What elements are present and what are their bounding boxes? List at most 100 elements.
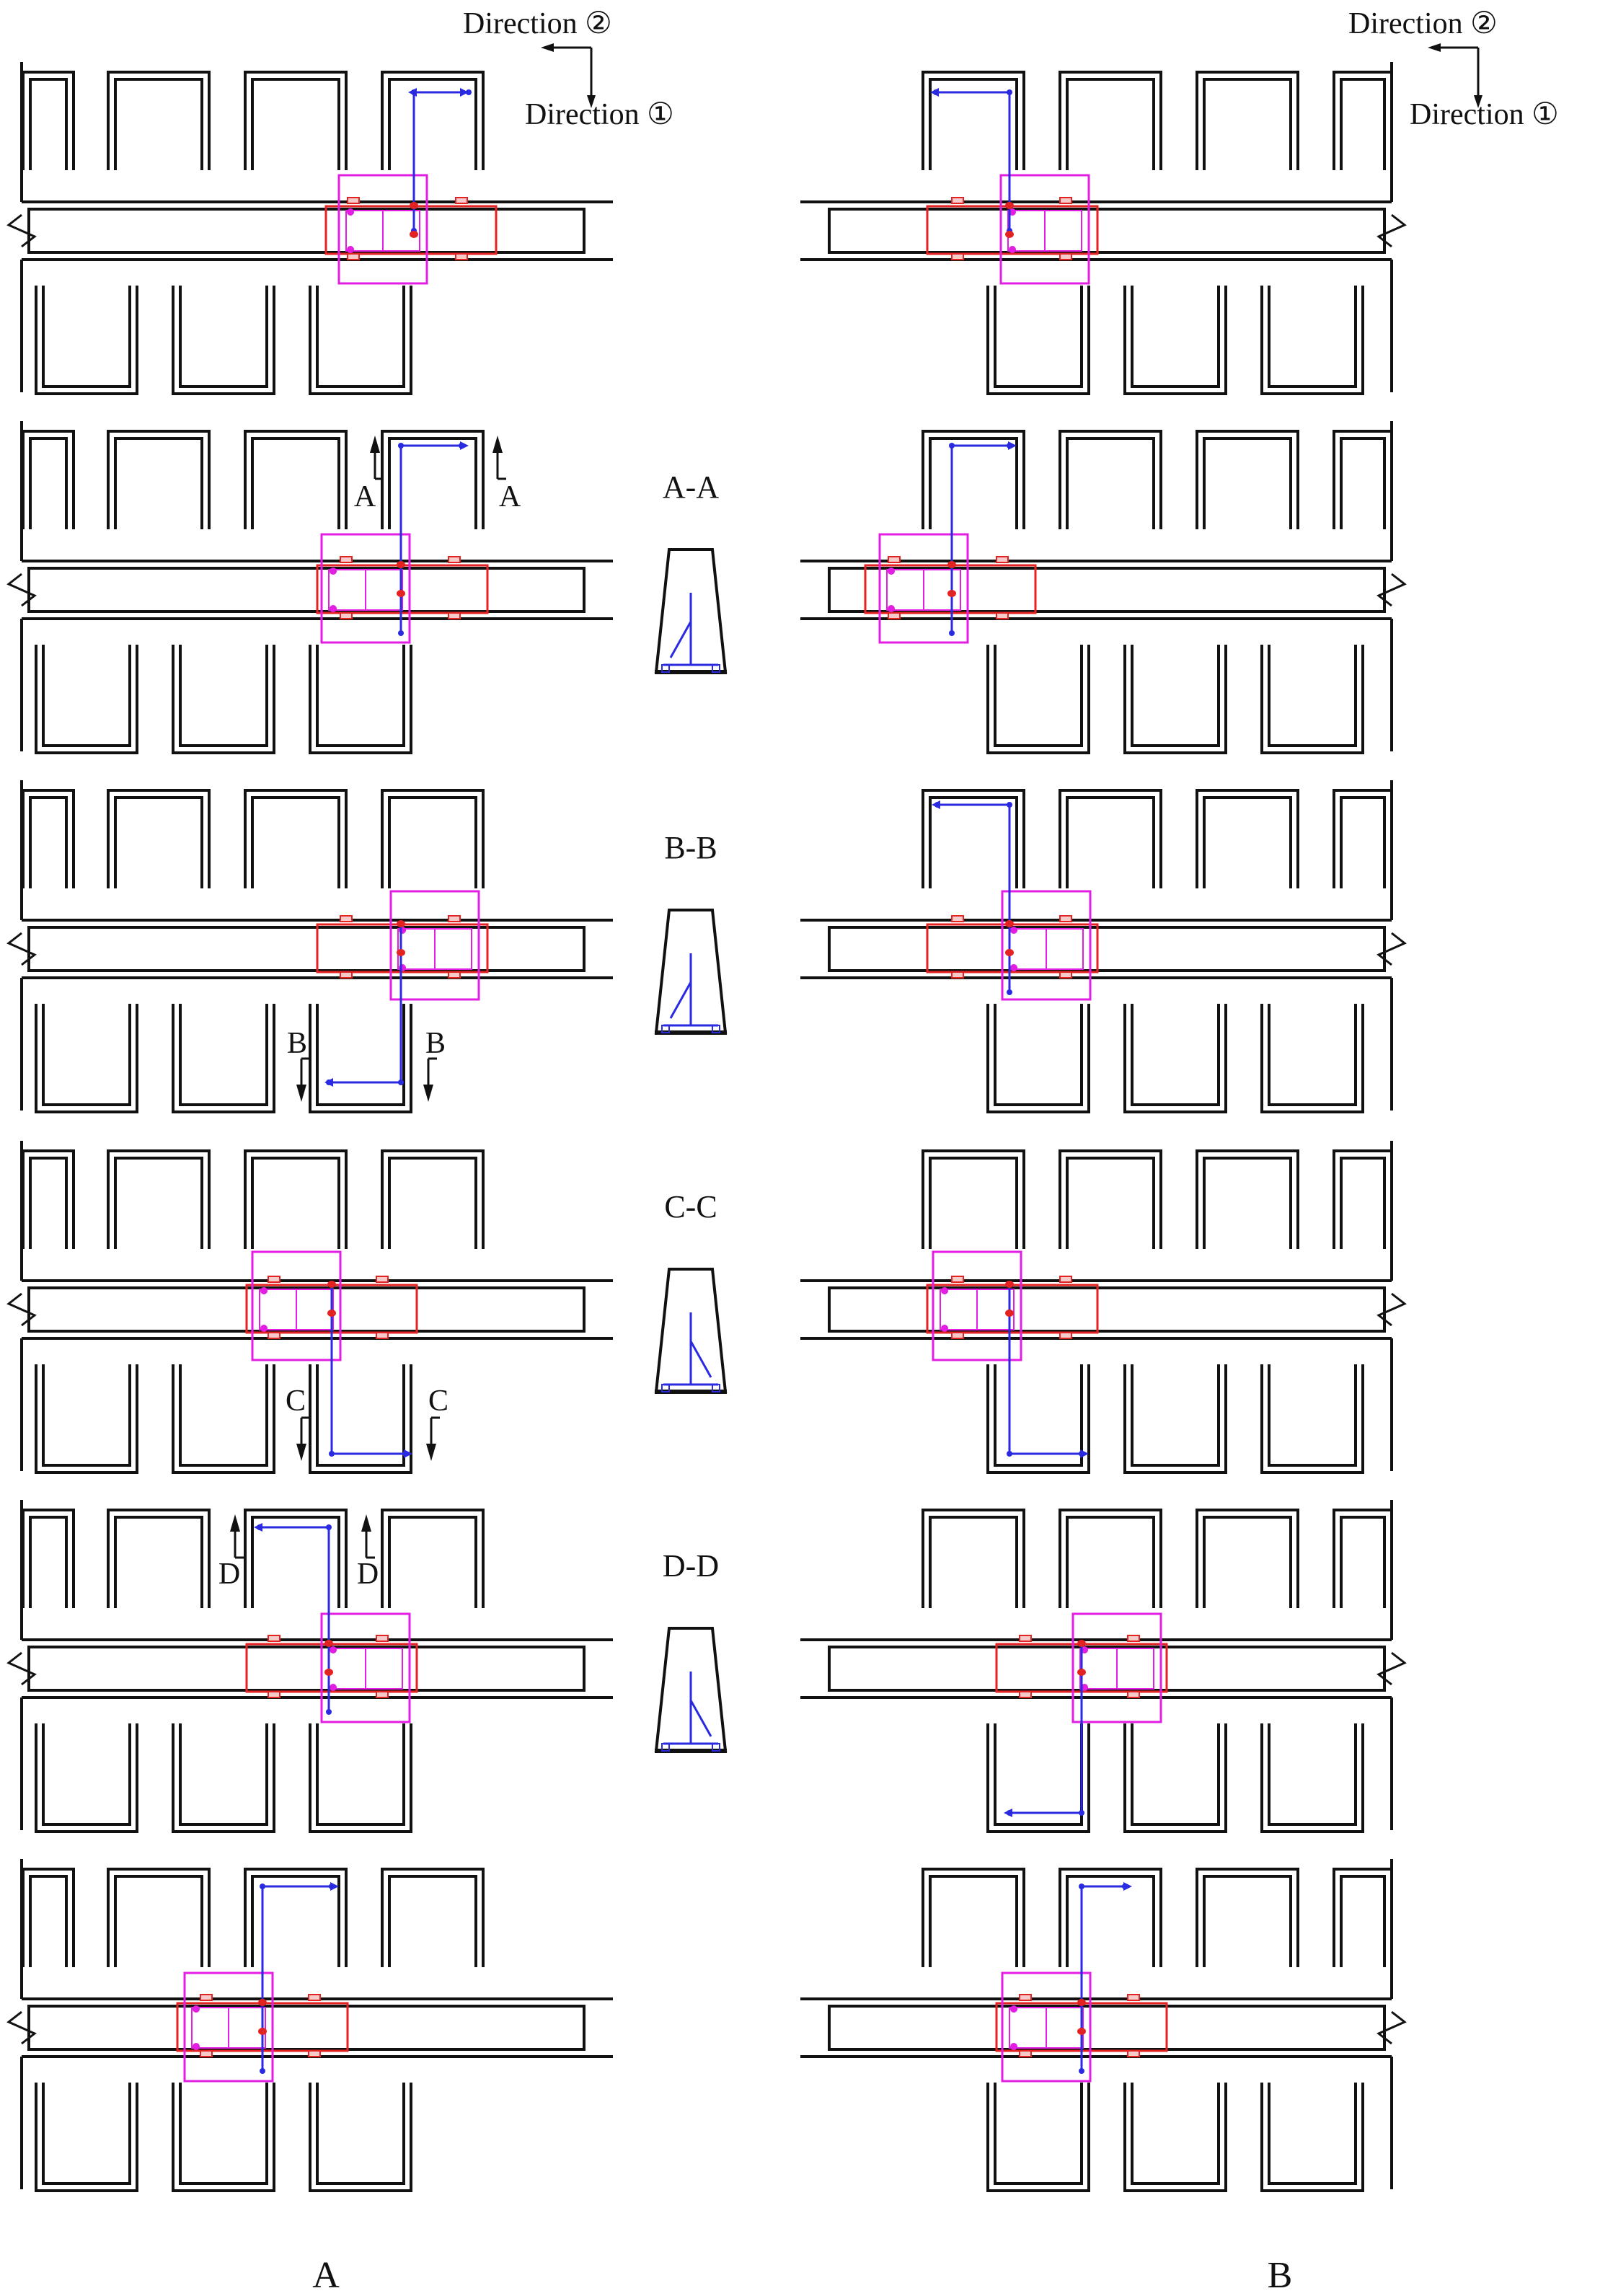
bay-outer-wall bbox=[172, 1364, 275, 1474]
beam-stop bbox=[1059, 971, 1072, 979]
bay-outer-wall bbox=[986, 1004, 1090, 1113]
anchor-point bbox=[397, 949, 405, 956]
cut-marker-head bbox=[296, 1444, 306, 1461]
bay-inner-wall bbox=[251, 78, 340, 170]
bay-inner-wall bbox=[1340, 1516, 1386, 1608]
bay-inner-wall bbox=[42, 286, 131, 388]
anchor-point bbox=[324, 1640, 333, 1647]
bay-inner-wall bbox=[179, 645, 268, 747]
beam-stop bbox=[1127, 1691, 1140, 1698]
bay-inner-wall bbox=[1203, 78, 1292, 170]
bay-outer-wall bbox=[309, 2083, 412, 2192]
trolley-wheel bbox=[888, 605, 895, 612]
bay-outer-wall bbox=[986, 1364, 1090, 1474]
beam-stop bbox=[340, 971, 353, 979]
bay-outer-wall bbox=[381, 1868, 485, 1967]
beam-stop bbox=[1059, 1276, 1072, 1283]
bay-outer-wall bbox=[1059, 789, 1162, 888]
beam-stop bbox=[1019, 1994, 1032, 2001]
cut-marker-arrow bbox=[492, 436, 506, 480]
rail-track bbox=[828, 1286, 1386, 1333]
bay-inner-wall bbox=[388, 796, 477, 888]
rail-track bbox=[828, 2005, 1386, 2051]
bay-inner-wall bbox=[388, 437, 477, 529]
anchor-point bbox=[947, 561, 956, 568]
break-mark bbox=[1376, 573, 1407, 607]
anchor-point bbox=[410, 202, 418, 209]
bay-inner-wall bbox=[42, 645, 131, 747]
beam-stop bbox=[448, 971, 461, 979]
trolley-wheel bbox=[330, 1646, 337, 1653]
trolley-wheel bbox=[347, 246, 354, 253]
beam-stop bbox=[888, 556, 901, 563]
cut-marker-label: D bbox=[218, 1558, 240, 1591]
stand-foot bbox=[712, 1743, 720, 1752]
anchor-point bbox=[1005, 920, 1014, 927]
bay-outer-wall bbox=[22, 1509, 75, 1608]
anchor-point bbox=[1077, 1999, 1086, 2006]
route-arrowhead bbox=[330, 1882, 339, 1891]
bay-outer-wall bbox=[1123, 2083, 1227, 2192]
bay-outer-wall bbox=[1333, 1149, 1393, 1249]
cut-marker-head bbox=[426, 1444, 436, 1461]
anchor-point bbox=[258, 2028, 267, 2035]
trolley-frame bbox=[999, 174, 1090, 285]
route-node bbox=[1007, 989, 1012, 995]
anchor-point bbox=[1005, 949, 1014, 956]
bay-outer-wall bbox=[1059, 1868, 1162, 1967]
section-sketch-aa bbox=[654, 548, 728, 674]
bay-inner-wall bbox=[1066, 78, 1155, 170]
bay-inner-wall bbox=[388, 1875, 477, 1967]
route-arrowhead bbox=[932, 800, 940, 809]
rail-track bbox=[27, 1286, 585, 1333]
trolley-wheel bbox=[941, 1287, 948, 1294]
bay-outer-wall bbox=[1333, 71, 1393, 170]
section-title-d: D-D bbox=[663, 1548, 719, 1584]
route-node bbox=[398, 443, 404, 449]
route-arrowhead bbox=[254, 1523, 262, 1532]
bay-inner-wall bbox=[1268, 2083, 1357, 2185]
anchor-point bbox=[1077, 1669, 1086, 1676]
bay-outer-wall bbox=[986, 1723, 1090, 1833]
bay-inner-wall bbox=[1268, 1723, 1357, 1826]
bay-inner-wall bbox=[929, 437, 1018, 529]
bay-outer-wall bbox=[35, 1364, 138, 1474]
bay-outer-wall bbox=[1196, 1509, 1299, 1608]
direction-2-label: Direction ② bbox=[463, 7, 612, 40]
bay-outer-wall bbox=[244, 1868, 348, 1967]
section-sketch-cc bbox=[654, 1268, 728, 1394]
route-arrowhead bbox=[408, 88, 417, 97]
plan-panel-left-2 bbox=[6, 421, 613, 754]
beam-stop bbox=[376, 1635, 389, 1642]
plan-panel-left-5 bbox=[6, 1500, 613, 1833]
cut-marker-arrow bbox=[426, 1416, 440, 1461]
route-node bbox=[949, 630, 955, 636]
trolley-wheel bbox=[193, 2005, 200, 2013]
beam-stop bbox=[376, 1276, 389, 1283]
trolley-wheel bbox=[260, 1325, 268, 1332]
beam-stop bbox=[268, 1635, 280, 1642]
bay-outer-wall bbox=[35, 286, 138, 395]
route-arrowhead bbox=[460, 441, 469, 450]
column-label-b: B bbox=[1268, 2255, 1293, 2296]
anchor-point bbox=[1005, 1310, 1014, 1317]
direction-legend-left: Direction ② Direction ① bbox=[463, 7, 674, 131]
bay-outer-wall bbox=[1260, 1723, 1364, 1833]
rail-track bbox=[27, 567, 585, 613]
bay-inner-wall bbox=[29, 1516, 68, 1608]
trolley-frame bbox=[1001, 890, 1092, 1001]
direction-1-label: Direction ① bbox=[1410, 98, 1559, 131]
bay-inner-wall bbox=[42, 2083, 131, 2185]
bay-inner-wall bbox=[29, 1157, 68, 1249]
bay-outer-wall bbox=[309, 1723, 412, 1833]
route-node bbox=[326, 1524, 332, 1530]
anchor-point bbox=[1005, 1281, 1014, 1288]
cut-marker-label: C bbox=[286, 1385, 306, 1418]
trolley-wheel bbox=[330, 568, 337, 575]
beam-stop bbox=[951, 1332, 964, 1339]
bay-outer-wall bbox=[1260, 645, 1364, 754]
section-title-b: B-B bbox=[664, 830, 717, 865]
bay-outer-wall bbox=[107, 71, 211, 170]
bay-outer-wall bbox=[922, 789, 1025, 888]
beam-stop bbox=[340, 915, 353, 922]
